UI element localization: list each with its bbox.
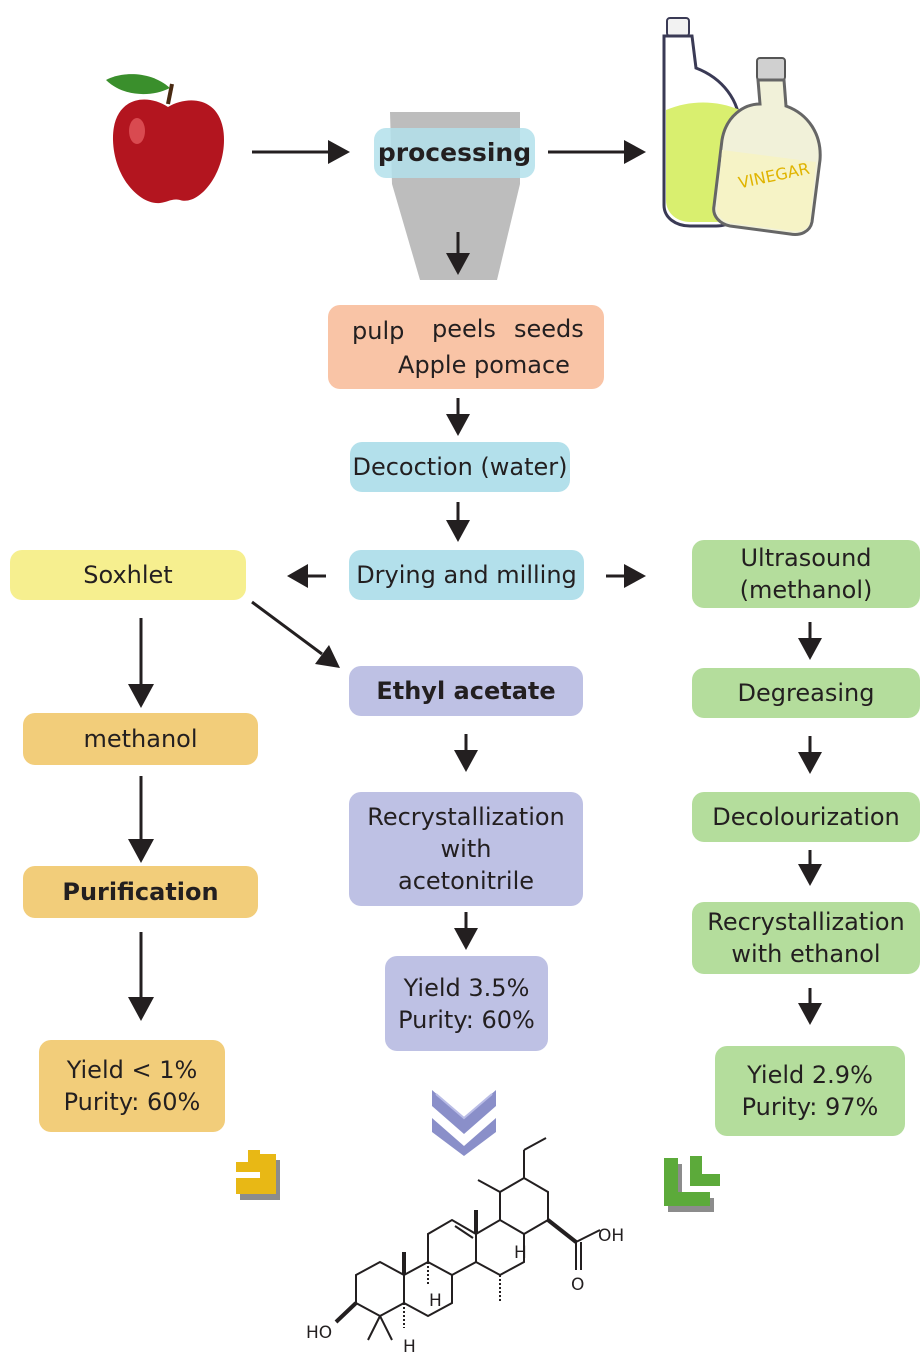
- molecule-structure: [334, 1137, 601, 1341]
- soxhlet-box: Soxhlet: [10, 550, 246, 600]
- arrow-ethyl-to-recryst: [454, 750, 478, 772]
- arrow-recryst-to-yield: [454, 928, 478, 950]
- methanol-box: methanol: [23, 713, 258, 765]
- arrow-soxhlet-to-ethyl: [251, 600, 323, 656]
- purity-left-label: Purity: 60%: [63, 1088, 201, 1116]
- ethyl-acetate-label: Ethyl acetate: [376, 677, 556, 705]
- ethyl-acetate-box: Ethyl acetate: [349, 666, 583, 716]
- recrystallization-acetonitrile-box: Recrystallization with acetonitrile: [349, 792, 583, 906]
- molecule-o-label: O: [571, 1275, 584, 1295]
- recryst-acetonitrile-line3: acetonitrile: [397, 867, 535, 895]
- degreasing-label: Degreasing: [737, 679, 875, 707]
- methanol-label: methanol: [83, 725, 198, 753]
- decolourization-box: Decolourization: [692, 792, 920, 842]
- drying-milling-label: Drying and milling: [356, 561, 577, 589]
- molecule-ho-label: HO: [306, 1323, 332, 1343]
- purification-box: Purification: [23, 866, 258, 918]
- peels-label: peels: [432, 315, 496, 343]
- molecule-h-label-2: H: [429, 1291, 442, 1311]
- recryst-acetonitrile-line1: Recrystallization: [367, 803, 565, 831]
- seeds-label: seeds: [514, 315, 584, 343]
- apple-icon: [106, 74, 224, 204]
- molecule-h-label-3: H: [403, 1337, 416, 1357]
- arrow-drying-to-soxhlet: [287, 564, 308, 588]
- ultrasound-label-line2: (methanol): [739, 576, 873, 604]
- yield-left-box: Yield < 1% Purity: 60%: [39, 1040, 225, 1132]
- soxhlet-label: Soxhlet: [83, 561, 173, 589]
- recryst-ethanol-line1: Recrystallization: [707, 908, 905, 936]
- chevron-down-icon: [432, 1090, 496, 1156]
- purity-center-label: Purity: 60%: [398, 1005, 535, 1034]
- decoction-label: Decoction (water): [352, 453, 568, 481]
- processing-label: processing: [377, 138, 532, 167]
- arrow-pomace-to-decoction: [446, 414, 470, 436]
- yield-center-box: Yield 3.5% Purity: 60%: [385, 956, 548, 1051]
- purity-right-label: Purity: 97%: [741, 1093, 879, 1121]
- corner-arrow-left-icon: [236, 1150, 280, 1200]
- arrow-decolour-to-recryst: [798, 864, 822, 886]
- arrow-methanol-to-purification: [128, 839, 154, 863]
- molecule-h-label-1: H: [514, 1243, 527, 1263]
- arrow-ultrasound-to-degreasing: [798, 638, 822, 660]
- yield-center-label: Yield 3.5%: [403, 973, 530, 1002]
- recryst-ethanol-line2: with ethanol: [731, 940, 881, 968]
- yield-right-box: Yield 2.9% Purity: 97%: [715, 1046, 905, 1136]
- ultrasound-box: Ultrasound (methanol): [692, 540, 920, 608]
- purification-label: Purification: [62, 878, 219, 906]
- decolourization-label: Decolourization: [712, 803, 900, 831]
- drying-milling-box: Drying and milling: [349, 550, 584, 600]
- arrow-degreasing-to-decolour: [798, 752, 822, 774]
- yield-left-label: Yield < 1%: [66, 1056, 198, 1084]
- apple-pomace-box: pulp peels seeds Apple pomace: [328, 305, 604, 389]
- arrow-drying-to-ultrasound: [624, 564, 646, 588]
- bottles-icon: VINEGAR: [662, 17, 822, 236]
- corner-arrow-right-icon: [664, 1156, 720, 1212]
- arrow-purification-to-yield: [128, 997, 154, 1021]
- ultrasound-label-line1: Ultrasound: [740, 544, 872, 572]
- recrystallization-ethanol-box: Recrystallization with ethanol: [692, 902, 920, 974]
- arrow-decoction-to-drying: [446, 520, 470, 542]
- arrow-recryst-to-yield-right: [798, 1003, 822, 1025]
- recryst-acetonitrile-line2: with: [440, 835, 492, 863]
- processing-box: processing: [374, 128, 535, 178]
- apple-pomace-label: Apple pomace: [398, 351, 570, 379]
- arrow-soxhlet-to-methanol: [128, 684, 154, 708]
- molecule-oh-label: OH: [598, 1226, 624, 1246]
- pulp-label: pulp: [352, 317, 405, 345]
- yield-right-label: Yield 2.9%: [747, 1061, 873, 1089]
- degreasing-box: Degreasing: [692, 668, 920, 718]
- decoction-box: Decoction (water): [350, 442, 570, 492]
